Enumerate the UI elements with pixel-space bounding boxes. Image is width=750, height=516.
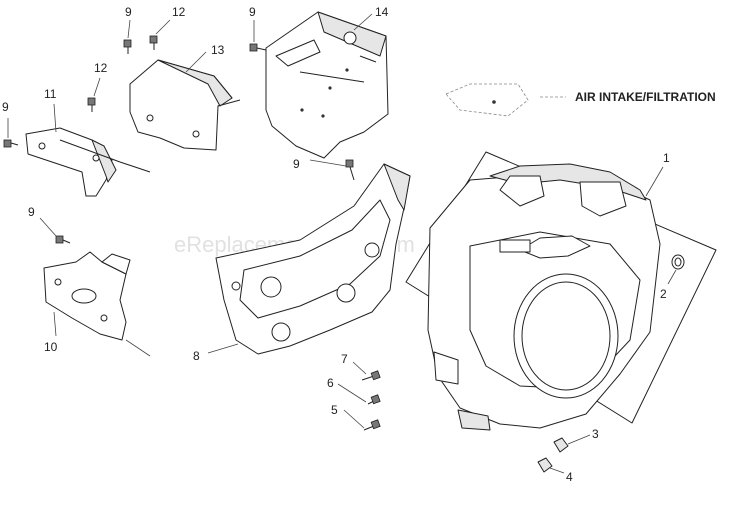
callout-8: 8 (193, 349, 200, 363)
screw-part-5 (363, 419, 381, 431)
leader-4 (549, 467, 565, 474)
air-intake-filtration-reference (445, 83, 566, 117)
leader-6 (337, 383, 367, 403)
callout-13: 13 (211, 43, 225, 57)
leader-10 (53, 311, 57, 337)
clip-part-4 (537, 457, 553, 473)
leader-12-left (93, 77, 101, 97)
callout-7: 7 (341, 352, 348, 366)
callout-9-center: 9 (293, 157, 300, 171)
callout-12-top: 12 (172, 5, 186, 19)
leader-7 (352, 361, 367, 375)
callout-1: 1 (663, 151, 670, 165)
leader-8 (207, 343, 239, 354)
screw-part-9-far-left (3, 139, 19, 148)
callout-9-left-lower: 9 (28, 205, 35, 219)
callout-9-top-center: 9 (249, 5, 256, 19)
leader-11 (53, 103, 57, 133)
leader-14 (353, 13, 373, 31)
callout-9-top-left: 9 (125, 5, 132, 19)
leader-13 (185, 51, 207, 73)
callout-12-left: 12 (94, 61, 108, 75)
plug-part-2 (671, 254, 685, 270)
screw-part-9-top-center (249, 43, 267, 52)
screw-part-9-center (345, 159, 355, 181)
leader-9-left-lower (39, 217, 57, 237)
callout-14: 14 (375, 5, 389, 19)
leader-5 (343, 409, 365, 429)
bracket-part-11 (25, 127, 151, 197)
leader-12-top (155, 19, 171, 35)
callout-5: 5 (331, 403, 338, 417)
screw-part-9-top-left (123, 39, 132, 54)
leader-3 (567, 434, 591, 445)
callout-2: 2 (660, 287, 667, 301)
baffle-part-8 (215, 163, 411, 355)
screw-part-9-left-lower (55, 235, 71, 244)
callout-4: 4 (566, 470, 573, 484)
callout-11: 11 (44, 87, 57, 101)
section-label-air-intake: AIR INTAKE/FILTRATION (575, 90, 716, 104)
callout-3: 3 (592, 427, 599, 441)
leader-2 (667, 269, 677, 285)
leader-9-top-left (127, 19, 131, 39)
leader-1 (645, 166, 664, 197)
leader-10b (125, 339, 151, 357)
callout-6: 6 (327, 376, 334, 390)
screw-part-12-left (87, 97, 96, 112)
screw-part-12-top (149, 35, 158, 50)
bracket-part-10 (43, 251, 131, 341)
screw-part-7 (361, 370, 381, 381)
shroud-part-14 (265, 11, 389, 159)
callout-10: 10 (44, 340, 58, 354)
callout-9-far-left: 9 (2, 100, 9, 114)
screw-part-6 (367, 394, 381, 405)
clip-part-3 (553, 437, 569, 453)
leader-9-center (309, 159, 347, 167)
cover-part-13 (129, 59, 241, 151)
blower-housing-part-1 (405, 151, 717, 431)
